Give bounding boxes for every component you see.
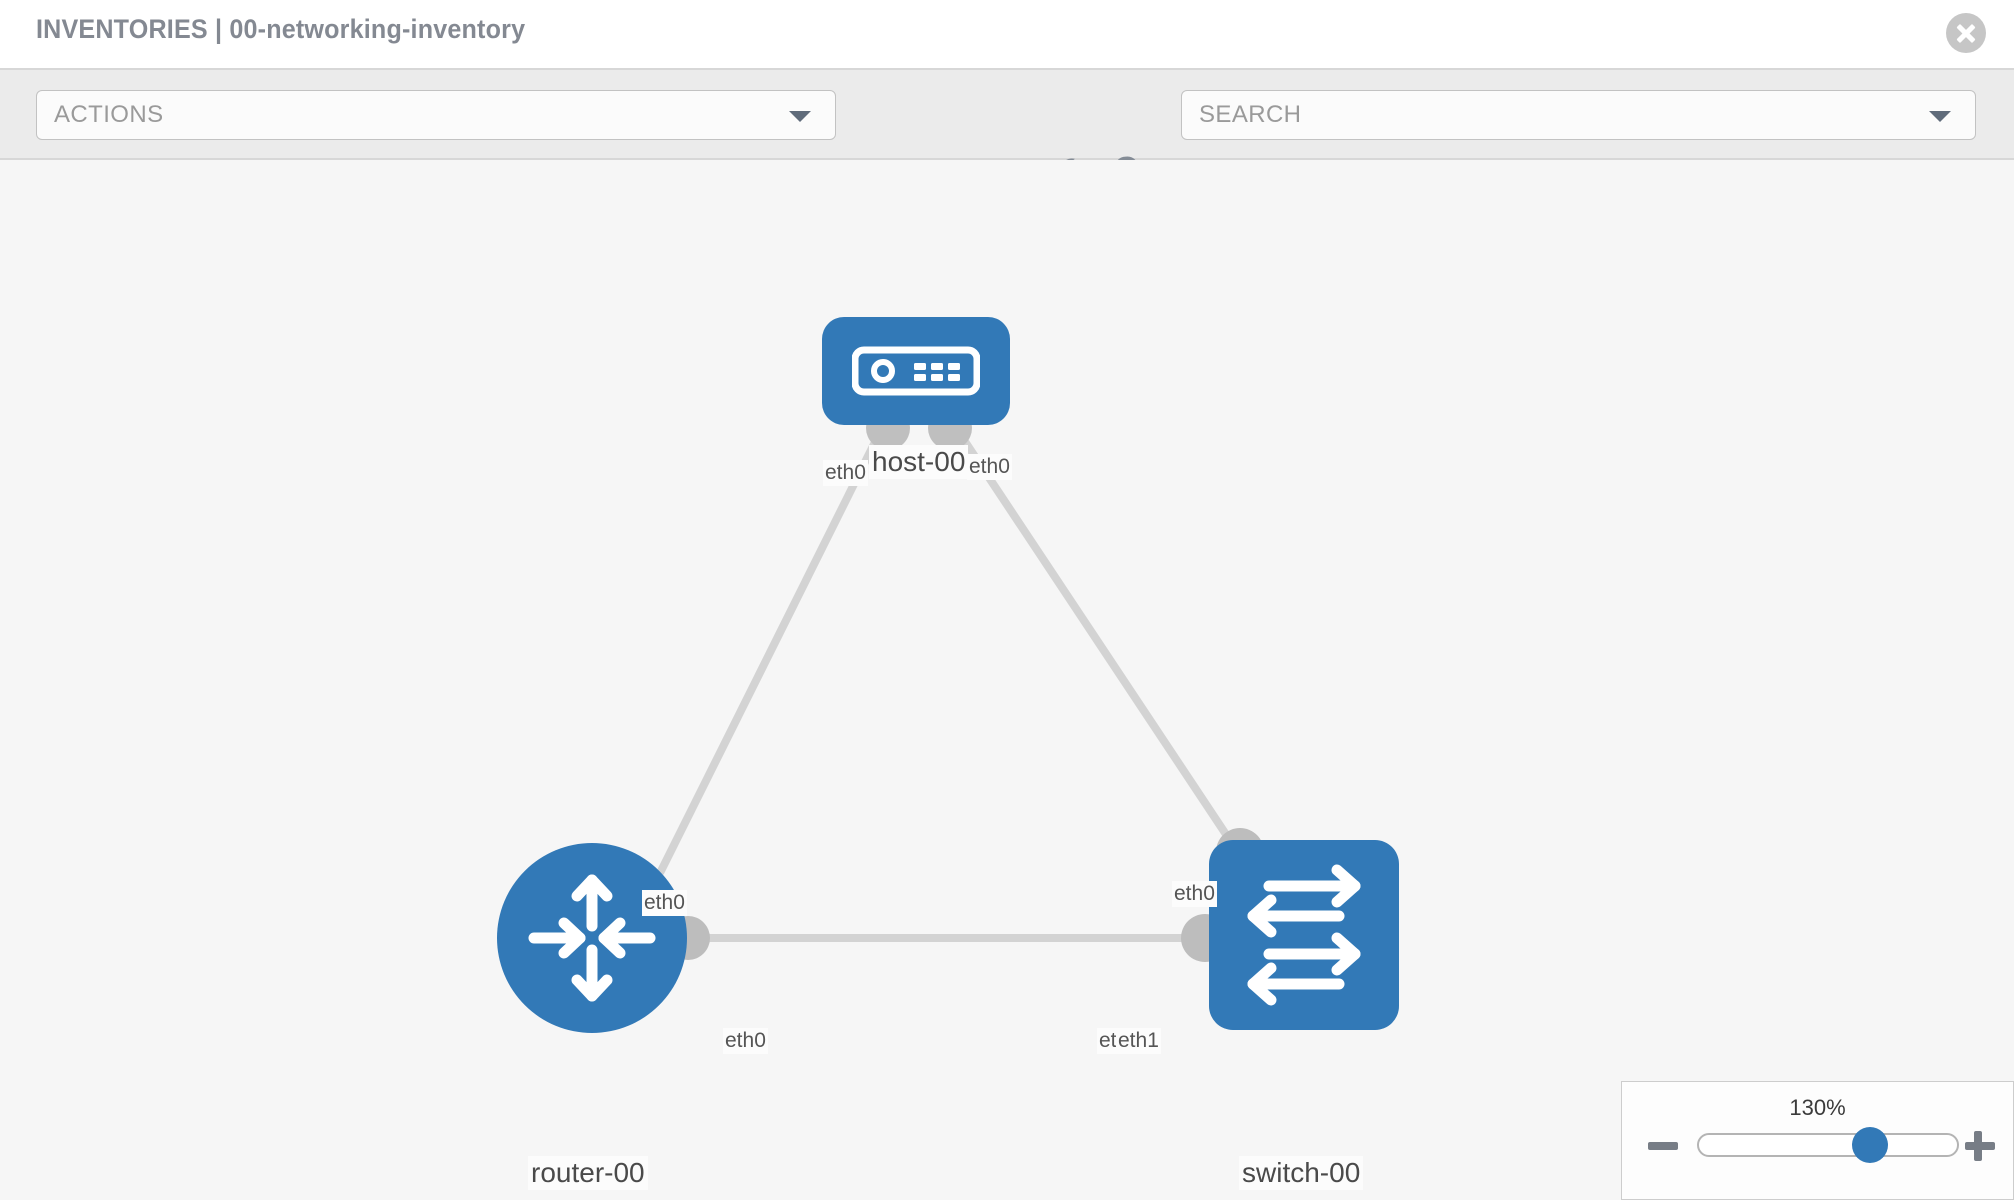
actions-dropdown[interactable]: ACTIONS (36, 90, 836, 140)
zoom-out-button[interactable] (1646, 1129, 1680, 1163)
zoom-in-button[interactable] (1963, 1129, 1997, 1163)
search-placeholder: SEARCH (1199, 101, 1302, 128)
chevron-down-icon (1929, 111, 1951, 122)
iface-label-router-right: eth0 (723, 1028, 768, 1054)
node-router-00[interactable] (497, 843, 687, 1033)
router-arrows-icon (497, 843, 687, 1033)
node-label-switch-00: switch-00 (1239, 1156, 1364, 1190)
page-title: INVENTORIES | 00-networking-inventory (36, 14, 526, 44)
node-host-00[interactable] (822, 317, 1010, 425)
switch-arrows-icon (1209, 840, 1399, 1030)
zoom-slider-track[interactable] (1697, 1133, 1959, 1157)
iface-label-switch-up: eth0 (1172, 881, 1217, 907)
topology-canvas[interactable]: host-00 eth0 eth0 (0, 160, 2014, 1200)
iface-label-router-up: eth0 (642, 890, 687, 916)
chevron-down-icon (789, 111, 811, 122)
zoom-level-value: 130% (1789, 1095, 1846, 1120)
node-label-host-00: host-00 (869, 445, 969, 479)
toolbar: ACTIONS SEARCH (0, 70, 2014, 195)
minus-icon (1648, 1142, 1678, 1150)
node-switch-00[interactable] (1209, 840, 1399, 1030)
iface-label-host-left: eth0 (823, 460, 868, 486)
link-host-router (656, 420, 889, 875)
topology-links-layer (656, 406, 1264, 962)
iface-label-switch-left-b: eth1 (1116, 1028, 1161, 1054)
zoom-slider-thumb[interactable] (1851, 1127, 1888, 1163)
zoom-control-panel: 130% (1621, 1081, 2014, 1200)
node-label-router-00: router-00 (528, 1156, 648, 1190)
link-host-switch (948, 419, 1247, 863)
search-input[interactable]: SEARCH (1181, 90, 1976, 140)
iface-label-host-right: eth0 (967, 454, 1012, 480)
plus-icon-v (1974, 1131, 1982, 1161)
page-header: INVENTORIES | 00-networking-inventory (0, 0, 2014, 70)
close-icon[interactable] (1946, 13, 1986, 53)
server-appliance-icon (822, 317, 1010, 425)
actions-dropdown-label: ACTIONS (54, 101, 164, 128)
